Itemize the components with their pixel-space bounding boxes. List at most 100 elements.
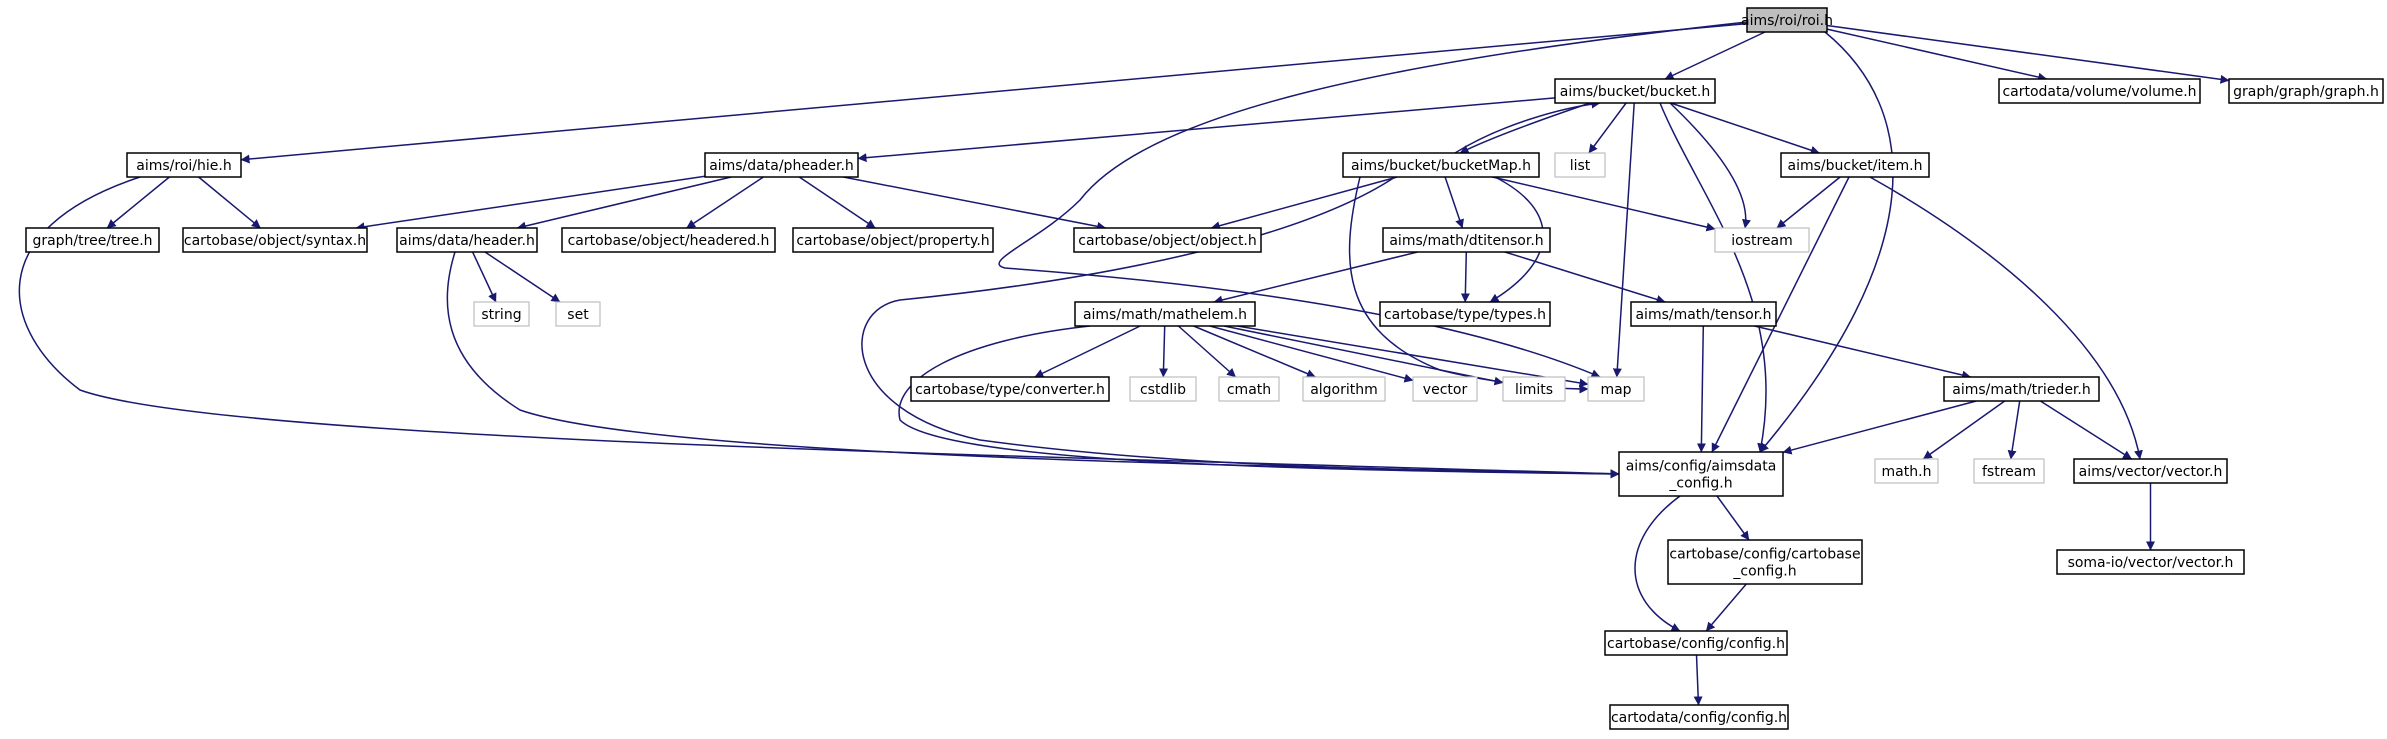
edge-line <box>1716 495 1750 541</box>
node-box <box>1554 152 1606 178</box>
edge-bucketMap_h-to-dtitensor_h <box>1444 176 1464 229</box>
node-cartobase-config-h[interactable]: cartobase/config/cartobase_config.h <box>1667 539 1863 585</box>
edge-cartobase_config_h-to-cartobase_cfg_h <box>1705 583 1747 632</box>
node-label: cartobase/object/headered.h <box>568 233 770 249</box>
node-box <box>2228 78 2384 104</box>
node-box <box>1609 704 1789 730</box>
edge-bucket_h-to-bucketMap_h <box>1459 102 1591 154</box>
node-hie-h[interactable]: aims/roi/hie.h <box>126 152 242 178</box>
edge-line <box>1193 325 1316 378</box>
edge-line <box>1922 400 2006 460</box>
edge-line <box>1159 325 1169 378</box>
edge-aimsdata_config_h-to-cartobase_config_h <box>1716 495 1750 541</box>
edge-line <box>1782 400 1977 455</box>
edge-line <box>1711 176 1850 453</box>
node-headered-h[interactable]: cartobase/object/headered.h <box>561 227 776 253</box>
edge-dtitensor_h-to-mathelem_h <box>1213 251 1418 305</box>
node-map: map <box>1587 376 1645 402</box>
node-bucket-h[interactable]: aims/bucket/bucket.h <box>1554 78 1716 104</box>
node-label: cartobase/object/syntax.h <box>184 233 366 249</box>
edge-line <box>106 176 170 229</box>
node-label: list <box>1570 158 1591 174</box>
node-mathelem-h[interactable]: aims/math/mathelem.h <box>1074 301 1256 327</box>
node-box <box>1780 152 1930 178</box>
node-label: aims/math/mathelem.h <box>1083 307 1247 323</box>
node-pheader-h[interactable]: aims/data/pheader.h <box>704 152 859 178</box>
edge-line <box>355 175 706 232</box>
edge-header_h-to-aimsdata_config_h <box>446 251 1620 479</box>
edge-line <box>1588 102 1627 154</box>
edge-pheader_h-to-header_h <box>516 176 732 231</box>
node-box <box>910 376 1110 402</box>
edge-line <box>1776 176 1841 229</box>
node-algorithm: algorithm <box>1302 376 1386 402</box>
edge-item_h-to-iostream <box>1776 176 1841 229</box>
node-object-h[interactable]: cartobase/object/object.h <box>1073 227 1262 253</box>
edge-dtitensor_h-to-types_h <box>1460 251 1470 303</box>
edge-line <box>1460 251 1470 303</box>
node-label: fstream <box>1982 464 2036 480</box>
edge-line <box>1664 31 1766 80</box>
edge-tensor_h-to-aimsdata_config_h <box>1696 325 1706 453</box>
edge-line <box>18 176 1620 479</box>
edge-item_h-to-aims_vector_h <box>1869 176 2143 460</box>
node-iostream: iostream <box>1714 227 1810 253</box>
node-label: _config.h <box>1732 564 1796 580</box>
node-label: cmath <box>1227 382 1271 398</box>
edge-mathelem_h-to-map <box>1237 325 1589 388</box>
node-label: aims/roi/hie.h <box>136 158 231 174</box>
node-box <box>1129 376 1197 402</box>
node-aimsdata-config-h[interactable]: aims/config/aimsdata_config.h <box>1618 451 1784 497</box>
node-fstream: fstream <box>1973 458 2045 484</box>
node-box <box>1342 152 1540 178</box>
edge-line <box>1869 176 2143 460</box>
edge-line <box>1754 325 1972 380</box>
edge-line <box>1705 583 1747 632</box>
node-box <box>126 152 242 178</box>
node-label: aims/vector/vector.h <box>2079 464 2223 480</box>
node-cartobase-cfg-h[interactable]: cartobase/config/config.h <box>1604 630 1788 656</box>
node-volume-h[interactable]: cartodata/volume/volume.h <box>1998 78 2201 104</box>
edge-line <box>843 176 1107 231</box>
node-bucketMap-h[interactable]: aims/bucket/bucketMap.h <box>1342 152 1540 178</box>
node-property-h[interactable]: cartobase/object/property.h <box>792 227 994 253</box>
node-types-h[interactable]: cartobase/type/types.h <box>1379 301 1551 327</box>
edge-header_h-to-string <box>471 251 497 303</box>
node-tensor-h[interactable]: aims/math/tensor.h <box>1630 301 1777 327</box>
edge-line <box>1210 176 1398 231</box>
node-label: aims/data/header.h <box>399 233 535 249</box>
edge-line <box>1634 495 1681 632</box>
node-converter-h[interactable]: cartobase/type/converter.h <box>910 376 1110 402</box>
edge-dtitensor_h-to-tensor_h <box>1504 251 1666 304</box>
node-cmath: cmath <box>1218 376 1280 402</box>
node-dtitensor-h[interactable]: aims/math/dtitensor.h <box>1382 227 1551 253</box>
node-graph-h[interactable]: graph/graph/graph.h <box>2228 78 2384 104</box>
node-label: aims/math/dtitensor.h <box>1389 233 1543 249</box>
node-cartodata-cfg-h[interactable]: cartodata/config/config.h <box>1609 704 1789 730</box>
node-label: cartobase/config/config.h <box>1607 636 1785 652</box>
node-string: string <box>473 301 530 327</box>
node-label: aims/bucket/bucketMap.h <box>1351 158 1531 174</box>
edge-roi_h-to-map <box>998 21 1748 378</box>
edge-line <box>2007 400 2021 460</box>
node-math-h: math.h <box>1874 458 1939 484</box>
edge-roi_h-to-aimsdata_config_h <box>1759 31 1894 453</box>
node-label: iostream <box>1731 233 1793 249</box>
node-limits: limits <box>1502 376 1566 402</box>
edge-bucket_h-to-list <box>1588 102 1627 154</box>
node-somaio-vector-h[interactable]: soma-io/vector/vector.h <box>2056 549 2245 575</box>
node-roi-h[interactable]: aims/roi/roi.h <box>1741 7 1833 33</box>
edge-trieder_h-to-fstream <box>2007 400 2021 460</box>
node-trieder-h[interactable]: aims/math/trieder.h <box>1943 376 2100 402</box>
node-header-h[interactable]: aims/data/header.h <box>396 227 538 253</box>
edge-line <box>1696 325 1706 453</box>
node-item-h[interactable]: aims/bucket/item.h <box>1780 152 1930 178</box>
edge-line <box>1759 31 1894 453</box>
node-syntax-h[interactable]: cartobase/object/syntax.h <box>182 227 368 253</box>
node-aims-vector-h[interactable]: aims/vector/vector.h <box>2073 458 2228 484</box>
edge-line <box>1213 251 1418 305</box>
edge-line <box>1504 251 1666 304</box>
node-tree-h[interactable]: graph/tree/tree.h <box>25 227 160 253</box>
node-box <box>1604 630 1788 656</box>
edge-pheader_h-to-syntax_h <box>355 175 706 232</box>
